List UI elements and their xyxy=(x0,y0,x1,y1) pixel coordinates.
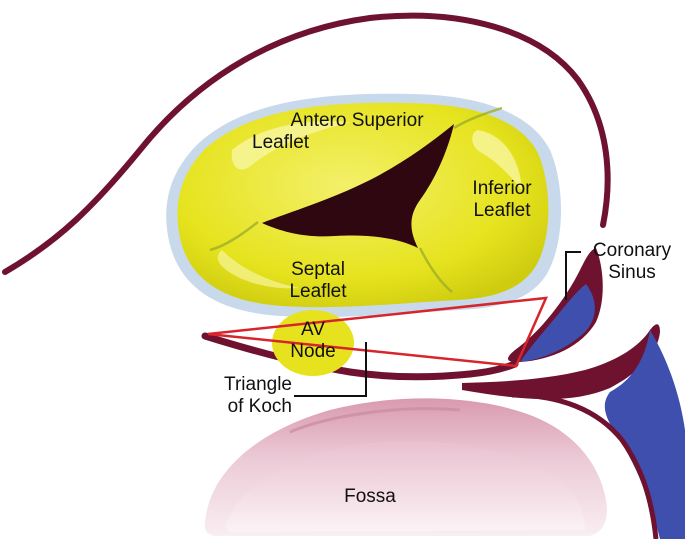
label-inferior-line1: Inferior xyxy=(472,178,532,199)
vessel-lumen xyxy=(604,330,685,539)
label-av-node-line1: AV xyxy=(301,319,325,340)
label-inferior-leaflet: Inferior Leaflet xyxy=(456,178,548,222)
fossa-inner xyxy=(225,441,585,532)
atrial-wall xyxy=(2,12,611,275)
fossa-edge xyxy=(289,407,461,434)
label-septal-line2: Leaflet xyxy=(289,281,347,302)
leaflet-highlight-superior xyxy=(231,120,350,170)
label-triangle-line2: of Koch xyxy=(227,396,292,417)
leaflet-highlight-inferior xyxy=(472,130,522,190)
label-fossa: Fossa xyxy=(320,486,420,508)
av-node xyxy=(272,310,354,376)
coronary-sinus-lumen xyxy=(520,284,595,362)
label-coronary-sinus-line1: Coronary xyxy=(592,240,672,261)
label-coronary-sinus: Coronary Sinus xyxy=(582,240,682,284)
label-antero-superior-line2: Leaflet xyxy=(252,132,310,153)
triangle-of-koch xyxy=(207,296,549,368)
label-antero-superior: Antero Superior Leaflet xyxy=(252,110,462,154)
label-coronary-sinus-line2: Sinus xyxy=(608,262,656,283)
label-inferior-line2: Leaflet xyxy=(473,200,531,221)
coronary-sinus-leader-line xyxy=(565,251,581,300)
valve-orifice xyxy=(262,124,454,248)
vessel-outer-wall xyxy=(511,392,659,539)
label-septal-line1: Septal xyxy=(291,259,345,280)
label-triangle-of-koch: Triangle of Koch xyxy=(180,374,292,418)
label-av-node-line2: Node xyxy=(290,341,336,362)
label-triangle-line1: Triangle xyxy=(224,374,292,395)
triangle-leader-line xyxy=(294,342,367,397)
vessel-wall xyxy=(462,324,660,400)
label-av-node: AV Node xyxy=(278,319,348,363)
label-septal-leaflet: Septal Leaflet xyxy=(270,259,366,303)
tricuspid-lower-wall xyxy=(201,332,519,381)
label-antero-superior-line1: Antero Superior xyxy=(290,110,424,131)
label-fossa-text: Fossa xyxy=(344,486,396,507)
commissure-lines xyxy=(209,106,503,293)
leaflet-highlight-septal xyxy=(217,250,300,289)
